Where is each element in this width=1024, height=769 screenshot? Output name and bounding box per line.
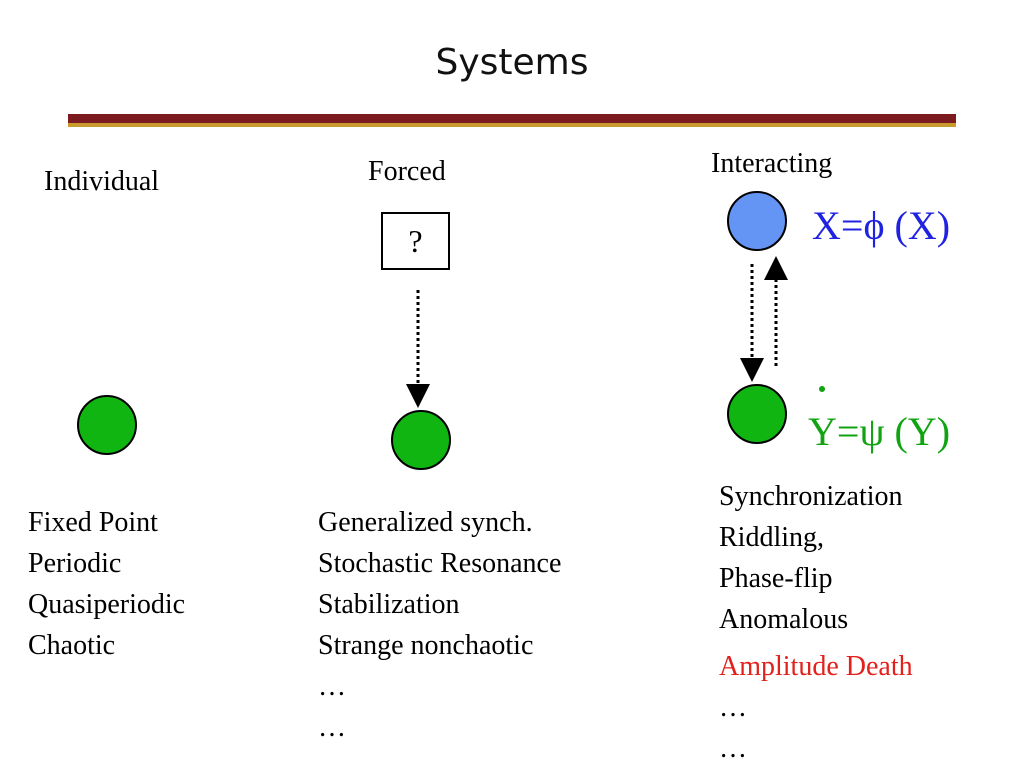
heading-individual: Individual: [44, 166, 160, 197]
list-interacting: Synchronization Riddling, Phase-flip Ano…: [719, 476, 913, 769]
list-item: …: [318, 712, 346, 743]
list-item: Strange nonchaotic: [318, 630, 534, 661]
title-rule-dark: [68, 114, 956, 123]
list-item: Quasiperiodic: [28, 589, 186, 620]
unknown-forcing-box: ?: [381, 212, 450, 270]
list-item: Periodic: [28, 548, 122, 579]
equation-y: Y=ψ (Y): [808, 409, 951, 454]
list-item: …: [318, 671, 346, 702]
node-individual: [77, 395, 137, 455]
list-item: Chaotic: [28, 630, 116, 661]
node-y: [727, 384, 787, 444]
list-item: Fixed Point: [28, 507, 158, 538]
list-item: Phase-flip: [719, 563, 833, 594]
list-item: …: [719, 692, 747, 723]
heading-interacting: Interacting: [711, 148, 833, 179]
list-item: Anomalous: [719, 604, 849, 635]
heading-forced: Forced: [368, 156, 446, 187]
title-rule-gold: [68, 123, 956, 127]
list-item: Synchronization: [719, 481, 903, 512]
list-item: Generalized synch.: [318, 507, 533, 538]
list-item: Stochastic Resonance: [318, 548, 562, 579]
list-item: Riddling,: [719, 522, 825, 553]
list-item: Stabilization: [318, 589, 460, 620]
list-forced: Generalized synch. Stochastic Resonance …: [318, 502, 561, 748]
list-item: …: [719, 733, 747, 764]
time-derivative-dot: [819, 386, 825, 392]
equation-x: X=ϕ (X): [812, 203, 951, 248]
list-individual: Fixed Point Periodic Quasiperiodic Chaot…: [28, 502, 185, 666]
slide-title: Systems: [435, 42, 589, 83]
node-x: [727, 191, 787, 251]
node-forced: [391, 410, 451, 470]
highlight-amplitude-death: Amplitude Death: [719, 651, 913, 682]
